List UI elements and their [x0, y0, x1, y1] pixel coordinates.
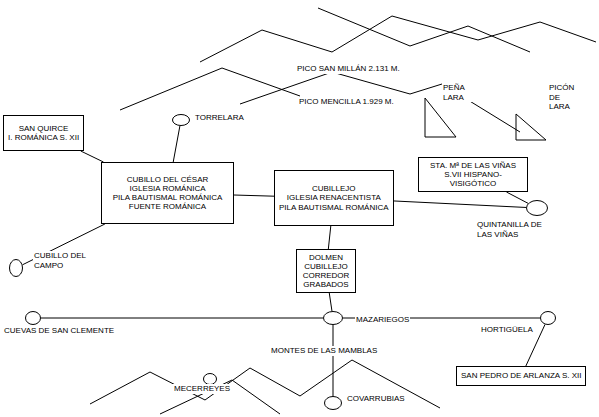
mountain-ridge: [318, 8, 530, 52]
site-detail: FUENTE ROMÁNICA: [129, 202, 206, 211]
village-node: COVARRUBIAS: [324, 396, 342, 410]
village-circle: [526, 200, 548, 216]
village-circle: [323, 311, 343, 325]
mountain-ridge: [240, 72, 520, 132]
village-node: CUEVAS DE SAN CLEMENTE: [25, 311, 41, 325]
site-detail: PILA BAUTISMAL ROMÁNICA: [279, 203, 389, 212]
site-detail: I. ROMÁNICA S. XII: [8, 133, 79, 142]
site-detail: IGLESIA ROMÁNICA: [129, 184, 205, 193]
road-connector: [173, 126, 180, 162]
road-connector: [41, 318, 323, 319]
range-name: MONTES DE LAS MAMBLAS: [270, 346, 378, 356]
road-connector: [329, 293, 332, 311]
village-circle: [324, 396, 342, 410]
village-node: HORTIGÜELA: [540, 311, 556, 325]
site-title: SAN PEDRO DE ARLANZA S. XII: [461, 371, 581, 380]
peak-name: PICÓN DE LARA: [548, 83, 580, 112]
road-connector: [394, 201, 527, 208]
village-name: MECERREYES: [173, 384, 231, 394]
peak-triangle: [516, 114, 546, 140]
road-connector: [506, 192, 528, 203]
site-detail: PILA BAUTISMAL ROMÁNICA: [113, 193, 223, 202]
village-circle: [10, 260, 23, 277]
village-circle: [527, 201, 548, 216]
site-box: DOLMEN CUBILLEJO CORREDOR GRABADOS: [296, 249, 356, 293]
site-detail: S.VII HISPANO-VISIGÓTICO: [423, 170, 523, 188]
site-box: SAN QUIRCEI. ROMÁNICA S. XII: [3, 115, 84, 151]
mountain-ridge: [200, 16, 596, 62]
road-connector: [328, 226, 330, 249]
village-name: CUEVAS DE SAN CLEMENTE: [3, 326, 115, 336]
road-connector: [234, 195, 274, 196]
site-box: STA. Mª DE LAS VIÑASS.VII HISPANO-VISIGÓ…: [418, 157, 528, 192]
village-name: COVARRUBIAS: [346, 394, 406, 404]
village-name: TORRELARA: [194, 113, 245, 123]
site-title: STA. Mª DE LAS VIÑAS: [430, 161, 516, 170]
site-title: SAN QUIRCE: [19, 124, 69, 133]
village-node: TORRELARA: [172, 114, 190, 126]
site-box: CUBILLO DEL CÉSARIGLESIA ROMÁNICAPILA BA…: [101, 162, 234, 224]
site-title: CUBILLEJO: [312, 184, 356, 193]
site-box: CUBILLEJOIGLESIA RENACENTISTAPILA BAUTIS…: [274, 170, 394, 226]
road-connector: [81, 151, 104, 162]
village-circle: [541, 312, 556, 325]
village-name: HORTIGÜELA: [480, 325, 534, 335]
village-node: QUINTANILLA DE LAS VIÑAS: [526, 200, 548, 216]
mountain-ridge: [160, 380, 280, 414]
peak-name: PICO SAN MILLÁN 2.131 M.: [296, 64, 401, 74]
mountain-ridge: [90, 360, 440, 408]
village-circle: [540, 311, 556, 325]
village-circle: [204, 374, 217, 385]
village-node: CUBILLO DEL CAMPO: [9, 259, 23, 277]
site-box: SAN PEDRO DE ARLANZA S. XII: [456, 366, 586, 386]
village-circle: [26, 312, 41, 325]
village-circle: [172, 114, 190, 126]
site-detail: IGLESIA RENACENTISTA: [287, 193, 381, 202]
peak-name: PICO MENCILLA 1.929 M.: [298, 97, 395, 107]
village-circle: [173, 115, 190, 126]
village-circle: [325, 397, 342, 410]
village-node: MAZARIEGOS: [323, 311, 343, 325]
village-circle: [324, 312, 343, 325]
road-connector: [333, 325, 334, 396]
village-node: MECERREYES: [203, 373, 217, 385]
mountain-ridge: [120, 68, 300, 110]
peak-triangle: [425, 98, 456, 137]
village-circle: [9, 259, 23, 277]
village-name: CUBILLO DEL CAMPO: [33, 251, 90, 270]
village-circle: [25, 311, 41, 325]
peak-name: PEÑA LARA: [442, 83, 476, 102]
village-name: QUINTANILLA DE LAS VIÑAS: [476, 220, 558, 239]
site-title: DOLMEN CUBILLEJO CORREDOR GRABADOS: [301, 253, 351, 290]
village-name: MAZARIEGOS: [355, 315, 410, 325]
site-title: CUBILLO DEL CÉSAR: [127, 175, 209, 184]
